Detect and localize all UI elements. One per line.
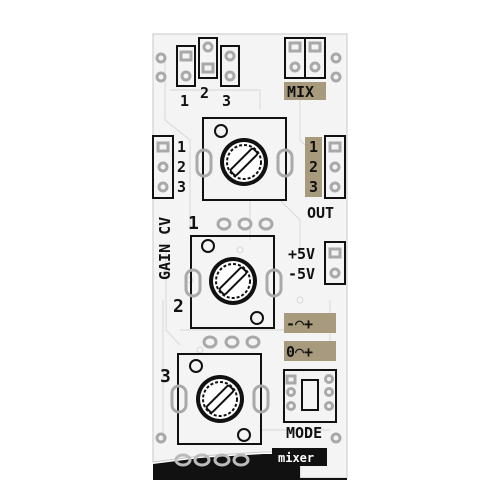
mix-header [284,37,326,79]
power-minus-label: -5V [288,265,315,283]
pot-label-1: 1 [188,213,199,234]
gain-cv-title: GAIN CV [156,217,174,280]
potentiometer-3 [170,353,270,445]
footer-pads [174,453,250,467]
mix-label: MIX [287,83,314,101]
potentiometer-1 [195,117,294,231]
mode-label: MODE [286,424,322,442]
bipolar-switch-label: -◠+ [286,315,313,333]
mounting-hole-icon [155,52,342,444]
gain-cv-label-3: 3 [177,178,186,196]
board-name: mixer [278,451,314,465]
board-name-plate [272,448,327,466]
top-input-label-3: 3 [222,92,231,110]
bipolar-switch-bg [284,313,336,333]
top-input-label-2: 2 [200,84,209,102]
mix-label-bg [284,82,326,100]
out-title: OUT [307,204,334,222]
potentiometer-icon [220,138,268,186]
top-input-label-1: 1 [180,92,189,110]
header-pin-icon [179,50,193,62]
unipolar-switch-label: 0◠+ [286,343,313,361]
out-label-3: 3 [309,178,318,196]
power-header [324,241,346,285]
out-label-bg [305,137,322,197]
potentiometer-2 [184,235,283,349]
pot-label-2: 2 [173,296,184,317]
gain-cv-label-2: 2 [177,158,186,176]
pot-label-3: 3 [160,366,171,387]
ic-socket-icon [283,369,337,423]
unipolar-switch-bg [284,341,336,361]
power-plus-label: +5V [288,245,315,263]
gain-cv-header [152,135,174,199]
out-label-2: 2 [309,158,318,176]
out-label-1: 1 [309,138,318,156]
gain-cv-label-1: 1 [177,138,186,156]
out-header [324,135,346,199]
top-input-headers [176,37,240,87]
